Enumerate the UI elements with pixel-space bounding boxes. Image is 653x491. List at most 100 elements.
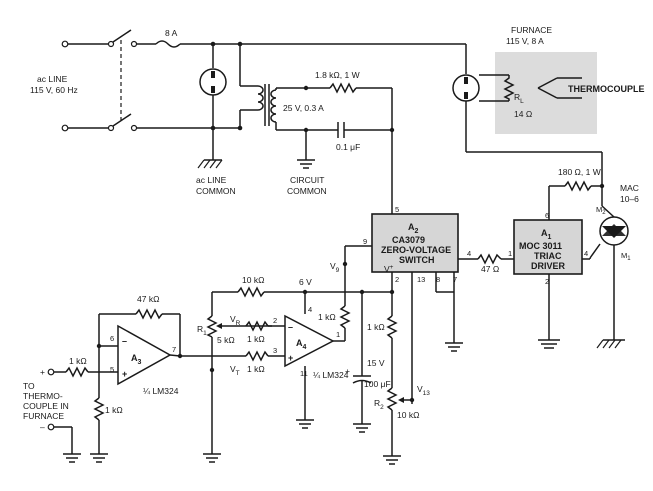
input-label-2: THERMO- — [23, 391, 63, 401]
r1-label: R1 — [197, 324, 207, 337]
a4-part: ¼ LM324 — [313, 370, 349, 380]
potentiometer-r2: R2 10 kΩ — [374, 387, 419, 465]
input-plus-terminal — [47, 368, 55, 376]
ac-line-input: ac LINE 115 V, 60 Hz — [30, 40, 108, 132]
resistor-1k-ground: 1 kΩ — [90, 346, 123, 463]
input-label-3: COUPLE IN — [23, 401, 69, 411]
a4-pin-11: 11 — [300, 369, 308, 378]
a2-name: A2 — [408, 222, 419, 235]
input-label-4: FURNACE — [23, 411, 64, 421]
resistor-10k-top: 10 kΩ — [237, 275, 265, 298]
v13-label: V13 — [417, 384, 430, 397]
r2-value: 10 kΩ — [397, 410, 419, 420]
resistor-1k-c-label: 1 kΩ — [318, 312, 336, 322]
resistor-1k-right: 1 kΩ — [367, 292, 398, 388]
a1-pin-2: 2 — [545, 277, 549, 286]
circuit-common-2: COMMON — [287, 186, 327, 196]
a2-pin-9: 9 — [363, 237, 367, 246]
a4-pin-3: 3 — [273, 346, 277, 355]
input-label-1: TO — [23, 381, 35, 391]
rl-label: RL — [514, 92, 524, 105]
a3-opamp: A3 – + 6 5 7 ¼ LM324 — [110, 324, 179, 396]
a2-desc-2: SWITCH — [399, 255, 435, 265]
a1-moc3011-block: A1 MOC 3011 TRIAC DRIVER 6 1 4 2 — [508, 211, 591, 349]
resistor-10k-top-label: 10 kΩ — [242, 275, 264, 285]
capacitor-0-1uf-label: 0.1 μF — [336, 142, 360, 152]
resistor-180: 180 Ω, 1 W — [549, 167, 605, 192]
ac-line-common-1: ac LINE — [196, 175, 227, 185]
a3-pin-7: 7 — [172, 345, 176, 354]
resistor-47-label: 47 Ω — [481, 264, 499, 274]
ac-line-common-2: COMMON — [196, 186, 236, 196]
a2-ca3079-block: A2 CA3079 ZERO-VOLTAGE SWITCH 5 9 4 2 13… — [363, 205, 471, 284]
a2-desc-1: ZERO-VOLTAGE — [381, 245, 451, 255]
a1-pin-4: 4 — [584, 249, 588, 258]
triac-part-1: MAC — [620, 183, 639, 193]
input-minus-sign: – — [40, 422, 45, 432]
a1-desc-2: DRIVER — [531, 261, 566, 271]
line-terminal-top — [61, 40, 69, 48]
furnace-load-resistor: RL 14 Ω — [503, 75, 532, 119]
a3-pin-5: 5 — [110, 365, 114, 374]
input-plus-sign: + — [40, 367, 45, 377]
a2-vplus: V+ — [384, 264, 394, 274]
a2-pin-8: 8 — [436, 275, 440, 284]
a2-pin-2: 2 — [395, 275, 399, 284]
ac-outlet-left: ac LINE COMMON — [196, 44, 236, 196]
resistor-1k-f-label: 1 kΩ — [105, 405, 123, 415]
a4-minus: – — [288, 322, 293, 332]
rl-value: 14 Ω — [514, 109, 532, 119]
a1-pin-6: 6 — [545, 211, 549, 220]
a4-pin-1: 1 — [336, 330, 340, 339]
line-terminal-bottom — [61, 124, 69, 132]
a1-desc-1: TRIAC — [534, 251, 562, 261]
furnace-rating: 115 V, 8 A — [506, 36, 544, 46]
a1-part: MOC 3011 — [519, 241, 562, 251]
circuit-common-1: CIRCUIT — [290, 175, 324, 185]
resistor-1k8: 1.8 kΩ, 1 W — [315, 70, 392, 94]
a2-part: CA3079 — [392, 235, 425, 245]
capacitor-100uf-label: 100 μF — [364, 379, 391, 389]
triac-m2: M2 — [596, 205, 606, 216]
a2-pin-13: 13 — [417, 275, 425, 284]
circuit-common-ground: CIRCUIT COMMON — [287, 130, 327, 196]
resistor-1k-a-label: 1 kΩ — [247, 334, 265, 344]
ac-line-spec: 115 V, 60 Hz — [30, 85, 78, 95]
a2-pin-7: 7 — [453, 275, 457, 284]
a3-plus: + — [122, 369, 127, 379]
transformer: 25 V, 0.3 A — [239, 44, 324, 131]
v6-label: 6 V — [299, 277, 312, 287]
resistor-1k8-label: 1.8 kΩ, 1 W — [315, 70, 360, 80]
v15-label: 15 V — [367, 358, 385, 368]
resistor-1k-b-label: 1 kΩ — [247, 364, 265, 374]
triac-m1: M1 — [621, 251, 631, 262]
a4-plus: + — [288, 353, 293, 363]
capacitor-0-1uf: 0.1 μF — [336, 122, 392, 152]
a1-pin-1: 1 — [508, 249, 512, 258]
thermocouple-label: THERMOCOUPLE — [568, 84, 645, 94]
a2-pin-4: 4 — [467, 249, 471, 258]
resistor-47k-label: 47 kΩ — [137, 294, 159, 304]
r2-label: R2 — [374, 398, 384, 411]
a1-name: A1 — [541, 228, 552, 241]
resistor-1k-vt — [245, 350, 285, 362]
a3-part: ¼ LM324 — [143, 386, 179, 396]
fuse-label: 8 A — [165, 28, 178, 38]
furnace-title: FURNACE — [511, 25, 552, 35]
a4-name: A4 — [296, 338, 307, 351]
vt-label: VT — [230, 364, 240, 377]
power-switch — [107, 29, 138, 132]
a4-pin-4: 4 — [308, 305, 312, 314]
resistor-47k: 47 kΩ — [135, 294, 163, 320]
cap-plus: + — [345, 366, 350, 376]
a4-opamp: A4 – + 2 3 4 11 1 ¼ LM324 — [273, 305, 349, 429]
triac-mac10-6: MAC 10–6 M2 M1 — [589, 183, 639, 349]
transformer-label: 25 V, 0.3 A — [283, 103, 324, 113]
a3-pin-6: 6 — [110, 334, 114, 343]
resistor-1k-d-label: 1 kΩ — [367, 322, 385, 332]
thermocouple-symbol: THERMOCOUPLE — [537, 77, 645, 99]
resistor-1k-input: 1 kΩ — [54, 356, 118, 378]
capacitor-100uf: + 15 V 100 μF — [345, 292, 391, 433]
